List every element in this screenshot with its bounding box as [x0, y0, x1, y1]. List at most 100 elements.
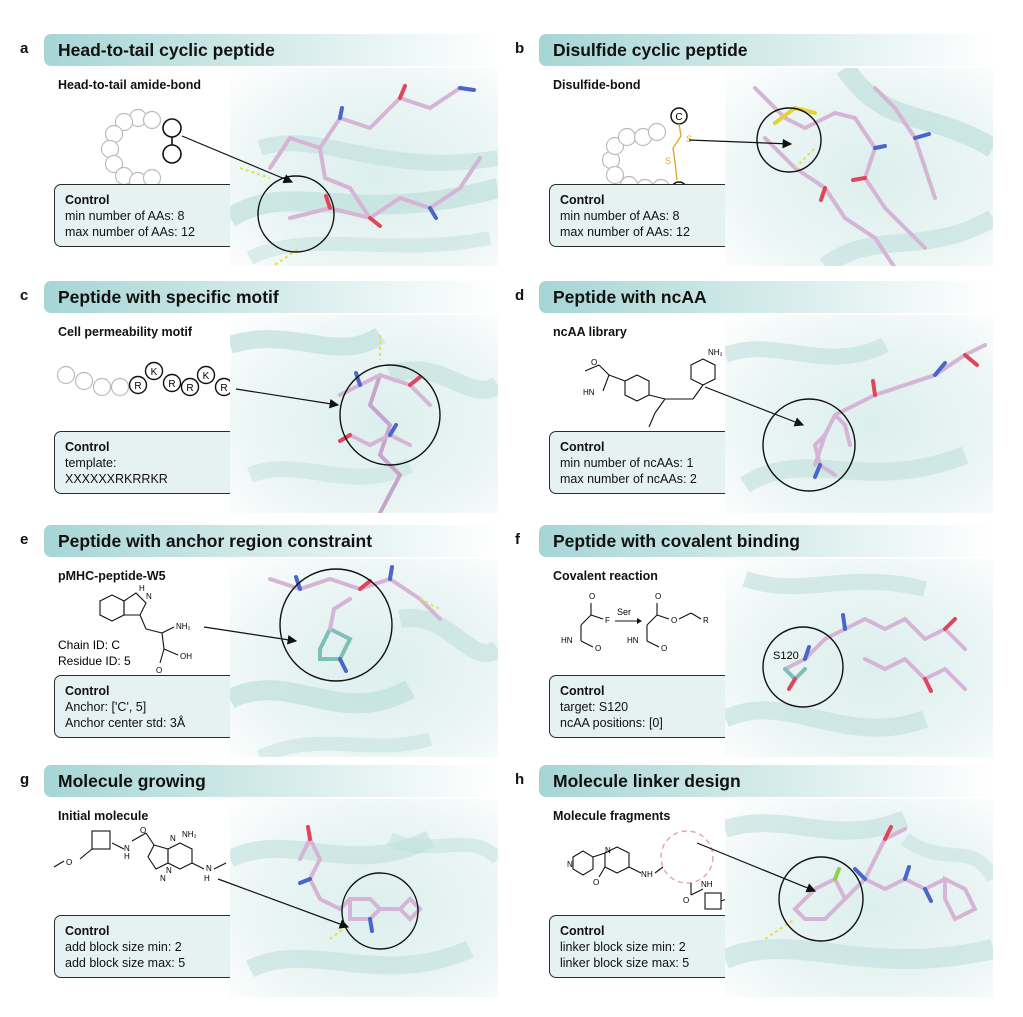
control-line: min number of AAs: 8	[65, 209, 185, 223]
panel-h: h Molecule linker design Molecule fragme…	[515, 765, 993, 997]
control-heading: Control	[65, 924, 110, 938]
atom-label: OH	[180, 652, 192, 661]
panel-title: Molecule linker design	[553, 771, 741, 791]
sulfur-label: S	[665, 156, 671, 166]
control-line: max number of AAs: 12	[560, 225, 690, 239]
panel-banner	[44, 281, 498, 313]
panel-letter: d	[515, 287, 525, 304]
molecule-fragments-diagram: N N O N H O NH O	[567, 830, 741, 910]
atom-label: O	[593, 878, 599, 887]
control-heading: Control	[65, 684, 110, 698]
protein-structure-render	[725, 799, 993, 997]
protein-structure-render	[725, 68, 993, 266]
atom-label: NH₂	[708, 348, 723, 357]
panel-subtitle: Initial molecule	[58, 809, 149, 823]
control-line: linker block size min: 2	[560, 940, 686, 954]
atom-label: F	[605, 616, 610, 625]
panel-title: Peptide with specific motif	[58, 287, 279, 307]
panel-g: g Molecule growing Initial molecule NH₂ …	[20, 765, 498, 997]
atom-label: O	[66, 858, 72, 867]
panel-title: Peptide with ncAA	[553, 287, 707, 307]
atom-label: N	[166, 866, 172, 875]
panel-subtitle: Head-to-tail amide-bond	[58, 78, 202, 92]
control-line: add block size min: 2	[65, 940, 182, 954]
panel-subtitle: Covalent reaction	[553, 569, 658, 583]
atom-label: R	[703, 616, 709, 625]
atom-label: NH	[701, 880, 713, 889]
atom-label: O	[655, 592, 661, 601]
control-line: min number of AAs: 8	[560, 209, 680, 223]
ribbon-and-sticks	[230, 327, 498, 513]
panel-a: a Head-to-tail cyclic peptide Head-to-ta…	[20, 34, 498, 266]
panel-letter: f	[515, 531, 520, 548]
panel-banner	[539, 525, 993, 557]
panel-subtitle: Cell permeability motif	[58, 325, 193, 339]
panel-title: Peptide with anchor region constraint	[58, 531, 373, 551]
panel-title: Head-to-tail cyclic peptide	[58, 40, 275, 60]
cysteine-label: C	[675, 112, 682, 123]
control-heading: Control	[560, 440, 605, 454]
atom-label: HN	[627, 636, 639, 645]
residue-label: K	[151, 367, 158, 378]
pointer-arrow	[235, 388, 340, 409]
atom-label: O	[589, 592, 595, 601]
control-heading: Control	[560, 924, 605, 938]
control-line: Anchor center std: 3Å	[65, 716, 186, 730]
pointer-arrow	[704, 386, 805, 427]
atom-label: O	[683, 896, 689, 905]
sulfur-label: S	[686, 134, 692, 144]
atom-label: O	[140, 826, 146, 835]
ribbon-and-sticks	[230, 84, 498, 266]
panel-banner	[539, 281, 993, 313]
atom-label: N	[567, 860, 573, 869]
panel-subtitle: ncAA library	[553, 325, 627, 339]
control-line: add block size max: 5	[65, 956, 186, 970]
reagent-label: Ser	[617, 607, 631, 617]
residue-label: S120	[773, 650, 799, 662]
ribbon-and-sticks	[725, 337, 987, 493]
motif-peptide-diagram: R K R R K R	[56, 361, 234, 397]
panel-letter: b	[515, 40, 525, 57]
control-box: Control target: S120 ncAA positions: [0]	[549, 675, 731, 738]
panel-letter: a	[20, 40, 29, 57]
panel-letter: g	[20, 771, 30, 788]
control-heading: Control	[65, 440, 110, 454]
control-box: Control min number of ncAAs: 1 max numbe…	[549, 431, 731, 494]
control-line: XXXXXXRKRRKR	[65, 472, 168, 486]
atom-label: H	[204, 874, 210, 883]
atom-label: N	[206, 864, 212, 873]
control-line: template:	[65, 456, 117, 470]
atom-label: H	[647, 870, 653, 879]
protein-structure-render	[725, 315, 993, 513]
ribbon-and-sticks	[725, 810, 993, 969]
chain-id-label: Chain ID: C	[58, 638, 120, 652]
panel-b: b Disulfide cyclic peptide Disulfide-bon…	[515, 34, 993, 266]
pointer-arrow	[696, 842, 817, 893]
initial-molecule-diagram: NH₂ O N H O N N N N H	[53, 826, 227, 883]
atom-label: N	[146, 592, 152, 601]
panel-subtitle: pMHC-peptide-W5	[58, 569, 166, 583]
panel-banner	[44, 34, 498, 66]
tryptophan-structure-diagram: H N NH₂ OH O Chain ID: C Residue ID: 5	[58, 584, 192, 675]
atom-label: HN	[561, 636, 573, 645]
control-box: Control min number of AAs: 8 max number …	[549, 184, 731, 247]
atom-label: N	[641, 870, 647, 879]
protein-structure-render: S120	[725, 559, 993, 757]
panel-e: e Peptide with anchor region constraint …	[20, 525, 498, 757]
panel-c: c Peptide with specific motif Cell perme…	[20, 281, 498, 513]
control-line: Anchor: ['C', 5]	[65, 700, 147, 714]
pointer-arrow	[181, 135, 294, 184]
panel-banner	[44, 525, 498, 557]
atom-label: O	[595, 644, 601, 653]
atom-label: N	[170, 834, 176, 843]
covalent-reaction-diagram: O F HN O Ser O O R HN O	[561, 592, 709, 653]
control-line: min number of ncAAs: 1	[560, 456, 694, 470]
control-heading: Control	[560, 684, 605, 698]
pointer-arrow	[688, 138, 793, 149]
residue-id-label: Residue ID: 5	[58, 654, 131, 668]
control-box: Control Anchor: ['C', 5] Anchor center s…	[54, 675, 236, 738]
protein-structure-render	[230, 68, 498, 266]
panel-title: Molecule growing	[58, 771, 206, 791]
control-heading: Control	[65, 193, 110, 207]
control-box: Control linker block size min: 2 linker …	[549, 915, 731, 978]
